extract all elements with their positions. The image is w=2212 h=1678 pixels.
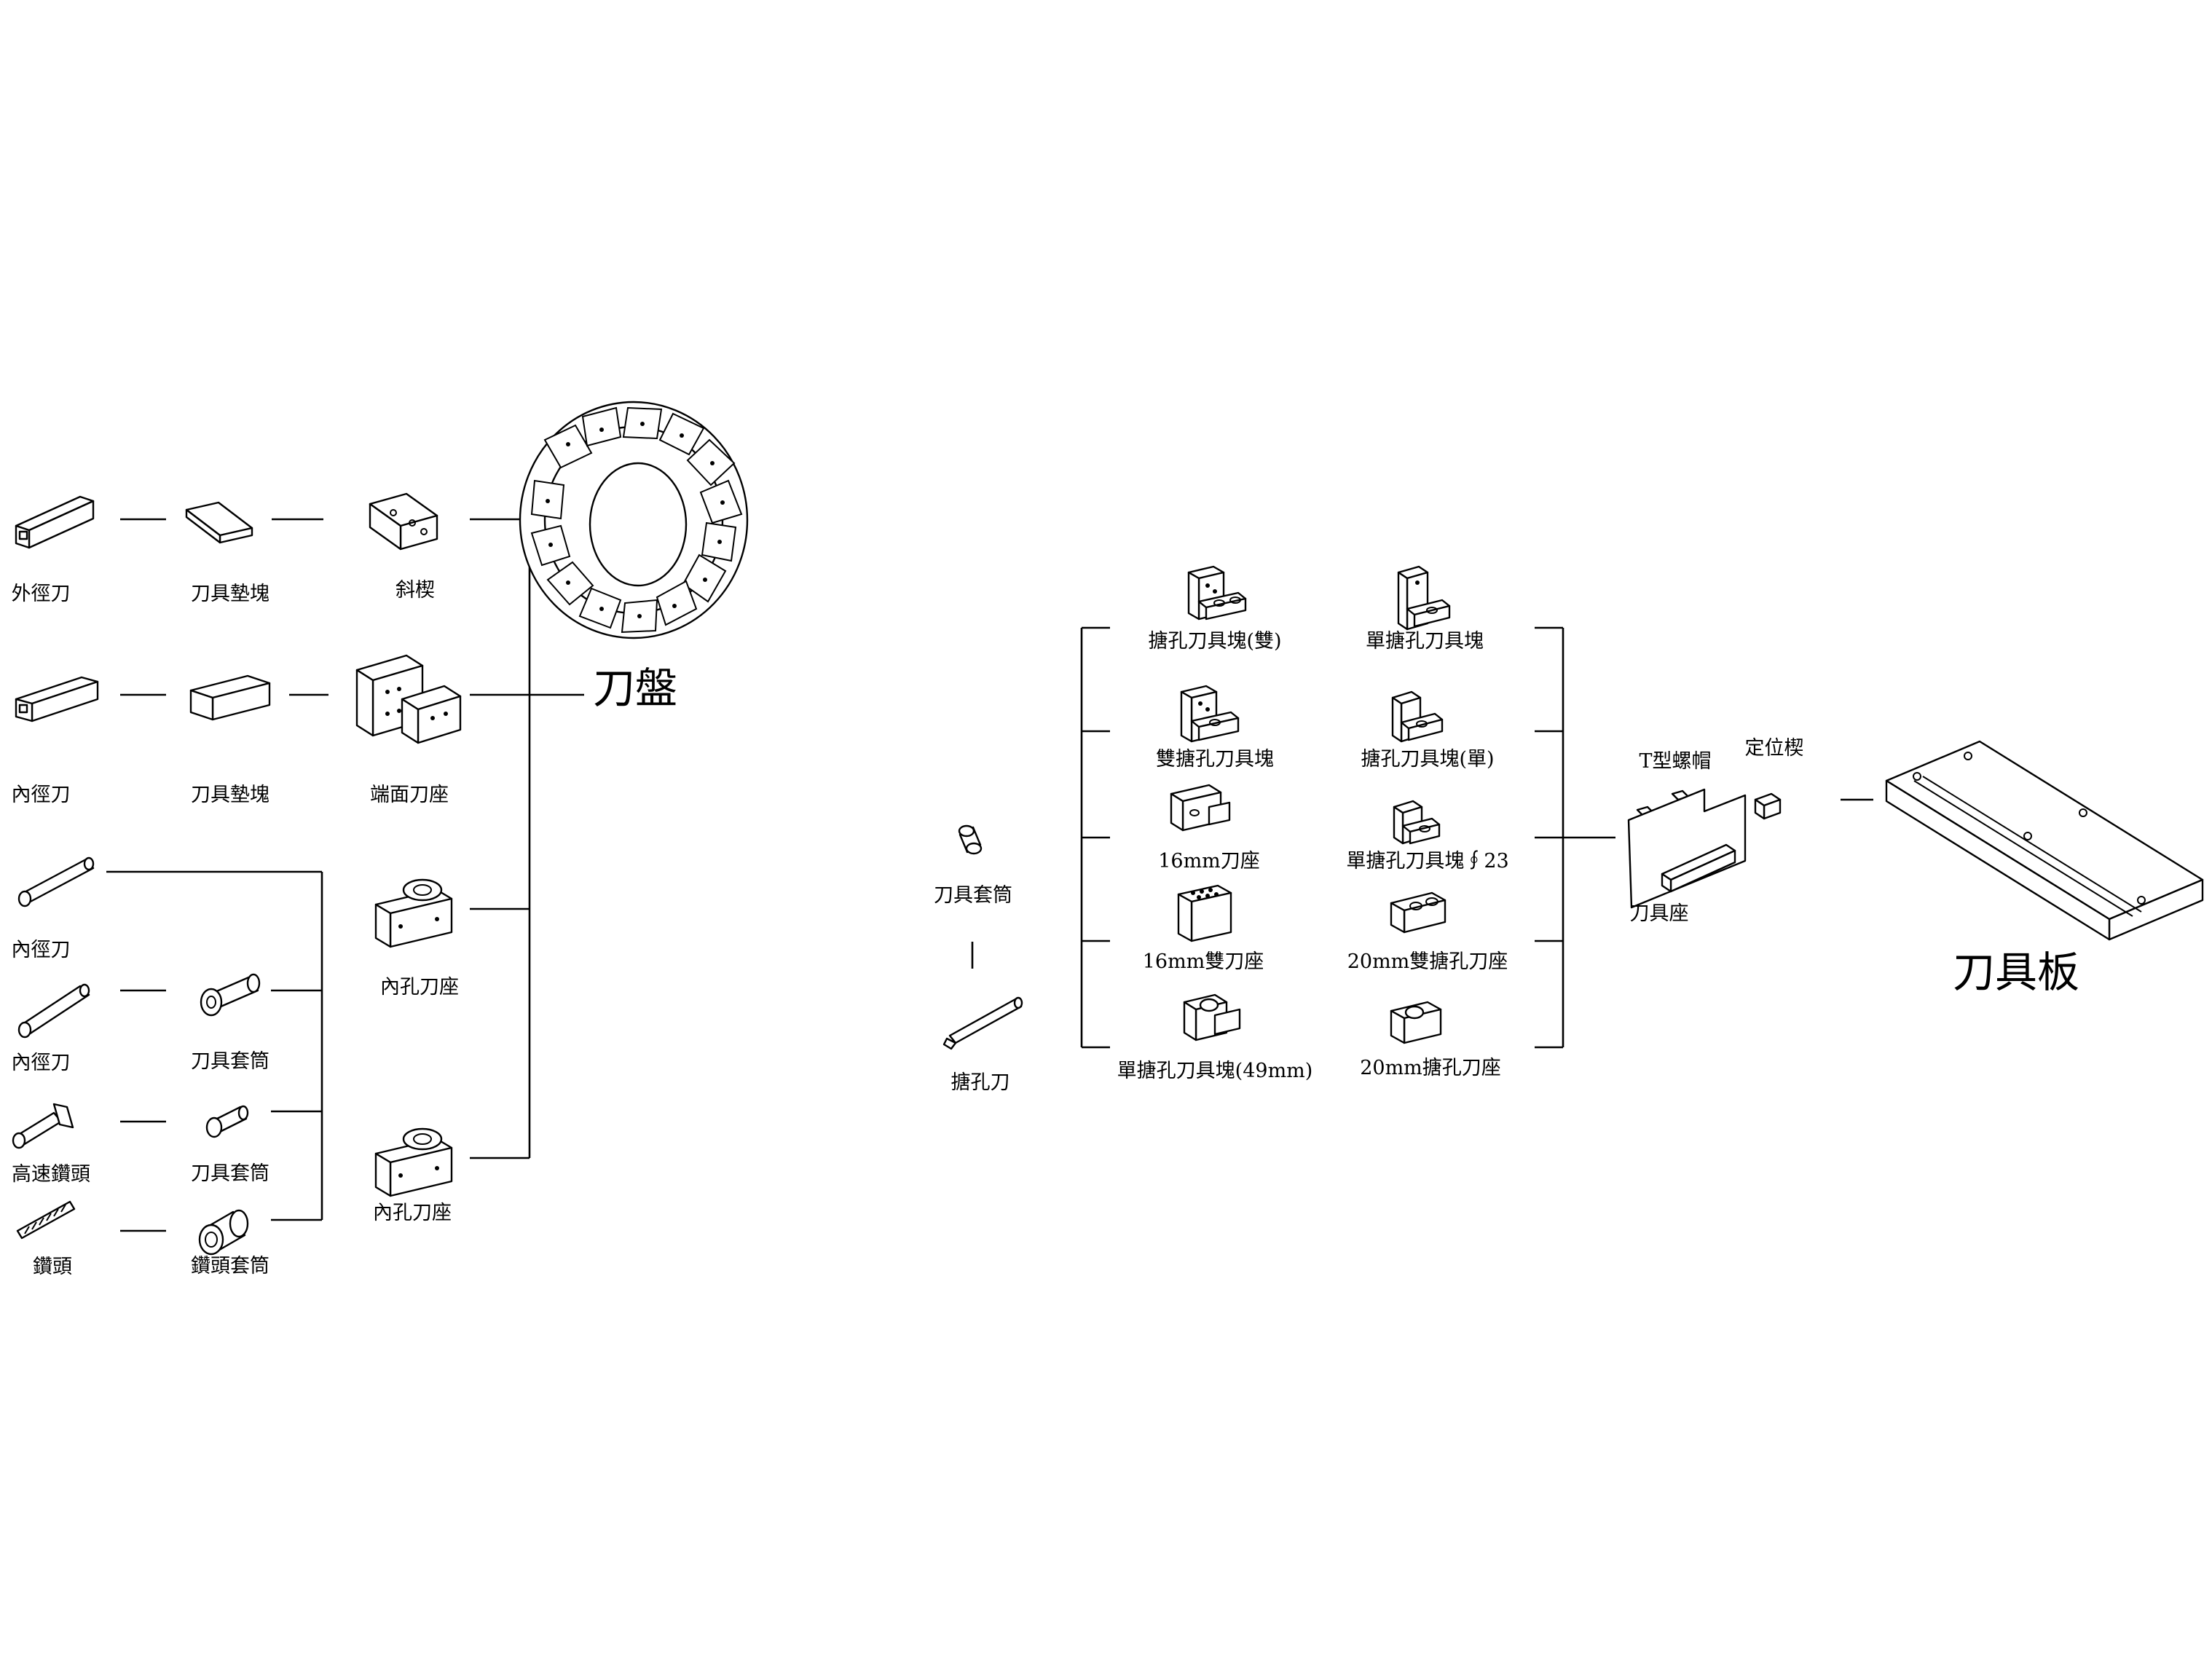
bore-holder-icon [374, 1127, 453, 1197]
boring-bar-icon [17, 983, 90, 1039]
block-label: 16mm刀座 [1158, 850, 1260, 873]
block-label: 單搪孔刀具塊(49mm) [1117, 1060, 1313, 1082]
block-label: 20mm雙搪孔刀座 [1347, 950, 1508, 973]
hss-drill-label: 高速鑽頭 [12, 1163, 90, 1186]
hss-drill-icon [12, 1103, 74, 1149]
tool-pad-icon [189, 674, 271, 721]
block-label: 搪孔刀具塊(雙) [1148, 630, 1282, 653]
block-label: 雙搪孔刀具塊 [1156, 748, 1274, 771]
sleeve-icon [958, 824, 983, 855]
drill-icon [16, 1200, 76, 1240]
id-tool-label: 內徑刀 [11, 784, 71, 806]
bore-holder-icon [374, 878, 453, 948]
tool-holder-label: 刀具座 [1629, 902, 1689, 925]
tool-block-icon [1170, 784, 1231, 832]
tool-block-icon [1183, 993, 1241, 1041]
t-nut-label: T型螺帽 [1639, 750, 1712, 773]
tool-block-icon [1393, 800, 1441, 845]
id-tool-icon [15, 676, 99, 722]
turret-disc-icon [519, 401, 749, 639]
tool-plate-icon [1885, 740, 2204, 941]
block-label: 20mm搪孔刀座 [1360, 1057, 1501, 1079]
locating-wedge-icon [1754, 792, 1782, 820]
turret-title: 刀盤 [592, 663, 678, 713]
block-label: 搪孔刀具塊(單) [1361, 748, 1495, 771]
tool-plate-title: 刀具板 [1952, 948, 2080, 997]
tool-block-icon [1390, 891, 1447, 934]
wedge-label: 斜楔 [395, 579, 435, 602]
boring-bar-label: 搪孔刀 [950, 1071, 1010, 1094]
boring-bar-icon [17, 856, 95, 907]
tool-block-icon [1391, 690, 1444, 743]
block-label: 單搪孔刀具塊 [1366, 630, 1484, 653]
tool-pad-label: 刀具墊塊 [191, 583, 269, 605]
tool-block-icon [1397, 565, 1451, 631]
drill-label: 鑽頭 [33, 1256, 72, 1278]
od-tool-icon [15, 495, 95, 549]
bore-holder-label: 內孔刀座 [380, 976, 459, 998]
tool-pad-label: 刀具墊塊 [191, 784, 269, 806]
sleeve-label: 刀具套筒 [191, 1162, 269, 1185]
tool-pad-icon [185, 501, 253, 544]
od-tool-label: 外徑刀 [11, 583, 71, 605]
tool-holder-icon [1627, 788, 1747, 909]
turret-connectors [106, 518, 584, 1232]
drill-sleeve-label: 鑽頭套筒 [191, 1255, 269, 1277]
plate-connectors [971, 626, 1873, 1049]
id-tool-label: 內徑刀 [11, 1052, 71, 1074]
block-label: 單搪孔刀具塊∮23 [1346, 850, 1509, 873]
sleeve-label: 刀具套筒 [191, 1050, 269, 1073]
boring-sleeve-label: 刀具套筒 [934, 884, 1012, 907]
face-holder-icon [355, 654, 462, 744]
face-holder-label: 端面刀座 [370, 784, 449, 806]
sleeve-icon [200, 973, 261, 1017]
drill-sleeve-icon [198, 1209, 249, 1256]
wedge-icon [369, 492, 438, 551]
bore-holder-label: 內孔刀座 [373, 1202, 452, 1224]
tool-block-icon [1390, 1001, 1442, 1044]
tool-block-icon [1180, 685, 1240, 743]
id-tool-label: 內徑刀 [11, 939, 71, 961]
locating-wedge-label: 定位楔 [1744, 737, 1804, 760]
tool-block-icon [1187, 565, 1247, 621]
sleeve-icon [205, 1105, 249, 1138]
block-label: 16mm雙刀座 [1142, 950, 1264, 973]
tool-block-icon [1177, 884, 1232, 942]
boring-bar-icon [942, 996, 1023, 1050]
